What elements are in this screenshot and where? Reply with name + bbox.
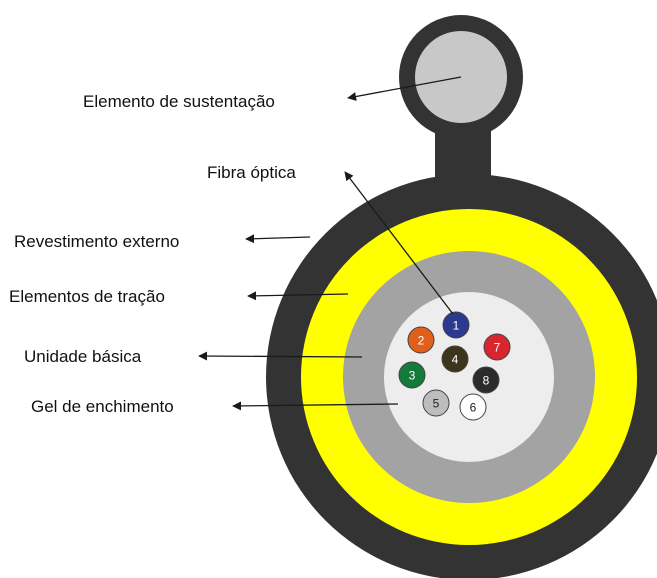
arrow-tension	[247, 291, 349, 301]
label-filling-gel: Gel de enchimento	[31, 397, 174, 416]
fiber-7	[483, 333, 511, 361]
fiber-2-number: 2	[418, 334, 425, 348]
fiber-5-number: 5	[433, 397, 440, 411]
fiber-2	[407, 326, 435, 354]
fiber-4	[441, 345, 469, 373]
fiber-1-number: 1	[453, 319, 460, 333]
fiber-6-number: 6	[470, 401, 477, 415]
label-outer-jacket: Revestimento externo	[14, 232, 179, 251]
arrow-fiber	[344, 171, 454, 315]
label-tension-elements: Elementos de tração	[9, 287, 165, 306]
label-basic-unit: Unidade básica	[24, 347, 142, 366]
fiber-1	[442, 311, 470, 339]
fiber-6	[459, 393, 487, 421]
fiber-8-number: 8	[483, 374, 490, 388]
label-optical-fiber: Fibra óptica	[207, 163, 296, 182]
fiber-3-number: 3	[409, 369, 416, 383]
arrow-outer-jacket	[245, 234, 311, 244]
arrow-gel	[232, 401, 399, 411]
fiber-5	[422, 389, 450, 417]
arrow-basic-unit	[198, 351, 363, 361]
fiber-group: 1 2 3 4 5 6 7 8	[398, 311, 511, 421]
label-support-element: Elemento de sustentação	[83, 92, 275, 111]
fiber-3	[398, 361, 426, 389]
fiber-8	[472, 366, 500, 394]
fiber-4-number: 4	[452, 353, 459, 367]
arrow-support	[347, 76, 462, 101]
fiber-7-number: 7	[494, 341, 501, 355]
